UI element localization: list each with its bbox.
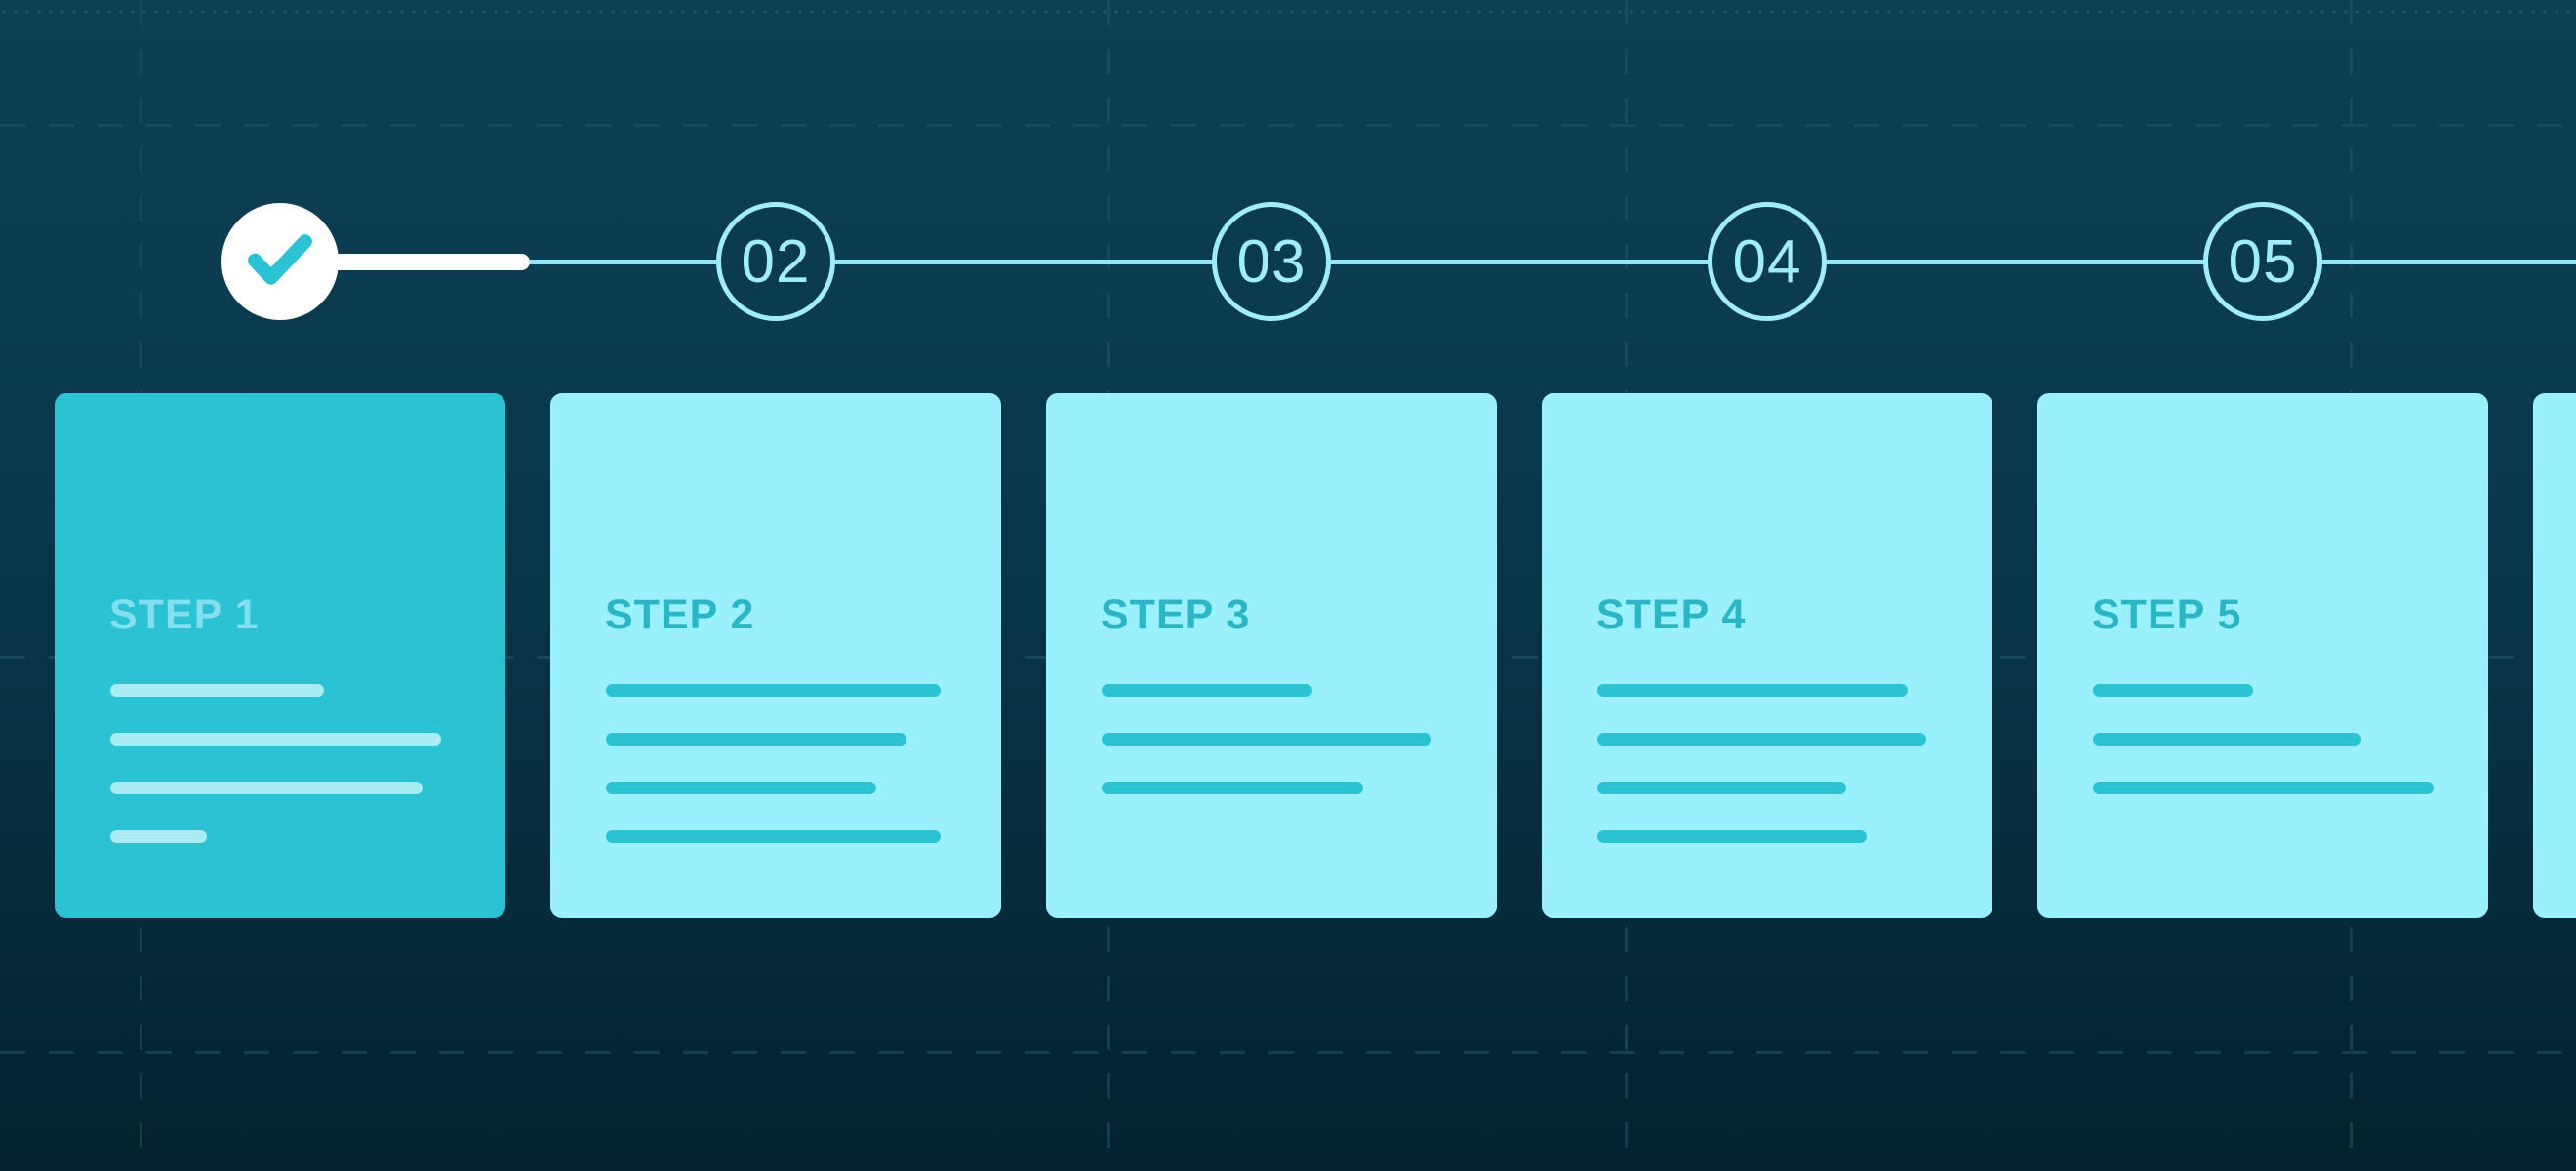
placeholder-text-line [1102, 782, 1363, 794]
placeholder-text-line [1597, 830, 1867, 843]
placeholder-text-line [1597, 733, 1926, 746]
placeholder-text-line [606, 733, 906, 746]
step-marker-4: 04 [1708, 202, 1827, 321]
placeholder-text-line [110, 782, 423, 794]
step-card-4: STEP 4 [1542, 393, 1992, 918]
check-icon [248, 234, 312, 285]
step-card-5: STEP 5 [2037, 393, 2488, 918]
placeholder-text-line [1597, 782, 1846, 794]
placeholder-text-line [2093, 684, 2253, 697]
step-card-2: STEP 2 [550, 393, 1001, 918]
top-dotted-guide-line [0, 10, 2576, 14]
placeholder-text-line [110, 830, 207, 843]
placeholder-text-line [1597, 684, 1908, 697]
timeline-track [280, 260, 2576, 264]
step-marker-label: 04 [1732, 227, 1802, 296]
placeholder-text-line [1102, 684, 1312, 697]
step-card-title: STEP 5 [2092, 591, 2242, 638]
step-marker-5: 05 [2203, 202, 2322, 321]
step-marker-label: 05 [2228, 227, 2298, 296]
step-marker-2: 02 [716, 202, 835, 321]
step-card-title: STEP 2 [605, 591, 755, 638]
step-marker-3: 03 [1212, 202, 1331, 321]
grid-line-horizontal [0, 1051, 2576, 1054]
placeholder-text-line [2093, 733, 2361, 746]
grid-line-horizontal [0, 124, 2576, 127]
placeholder-text-line [2093, 782, 2434, 794]
placeholder-text-line [110, 684, 324, 697]
placeholder-text-line [606, 782, 876, 794]
step-card-3: STEP 3 [1046, 393, 1497, 918]
step-card-6 [2533, 393, 2576, 918]
placeholder-text-line [606, 684, 941, 697]
step-card-title: STEP 1 [109, 591, 260, 638]
step-card-1: STEP 1 [55, 393, 505, 918]
placeholder-text-line [606, 830, 941, 843]
step-card-title: STEP 4 [1596, 591, 1747, 638]
step-card-title: STEP 3 [1101, 591, 1251, 638]
step-marker-label: 03 [1236, 227, 1307, 296]
step-marker-label: 02 [741, 227, 811, 296]
placeholder-text-line [1102, 733, 1431, 746]
timeline-progress-bar [280, 254, 530, 270]
placeholder-text-line [110, 733, 441, 746]
step-marker-1-completed [221, 203, 339, 320]
